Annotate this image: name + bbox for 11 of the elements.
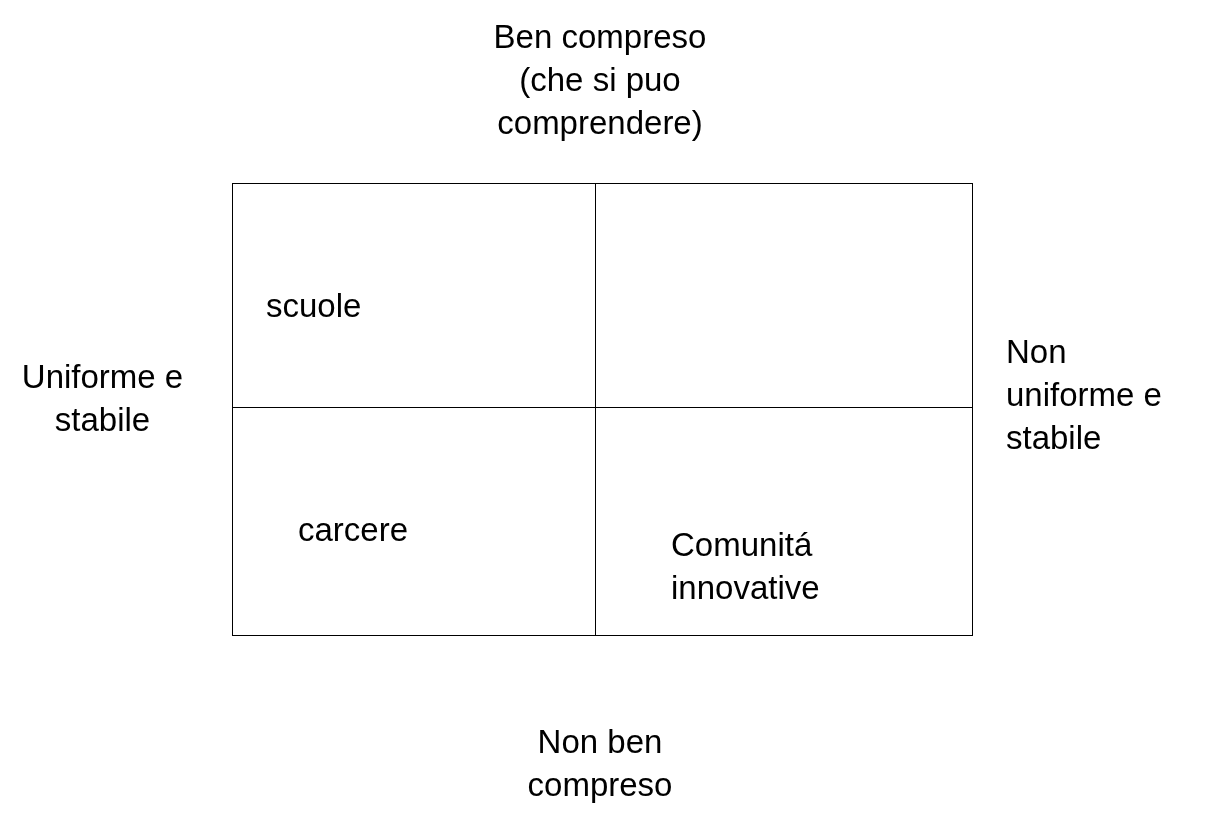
matrix-cell	[232, 183, 596, 408]
matrix-cell	[595, 407, 973, 636]
cell-text: Comunitá innovative	[671, 525, 821, 608]
axis-label: Ben compreso (che si puo comprendere)	[492, 17, 708, 143]
cell-text: carcere	[298, 510, 409, 550]
matrix-cell	[232, 407, 596, 636]
empty-matrix-cell	[595, 183, 973, 408]
axis-label: Non ben compreso	[526, 722, 674, 805]
cell-text: scuole	[266, 286, 362, 326]
axis-label: Non uniforme e stabile	[1006, 332, 1163, 458]
axis-label: Uniforme e stabile	[20, 357, 185, 440]
